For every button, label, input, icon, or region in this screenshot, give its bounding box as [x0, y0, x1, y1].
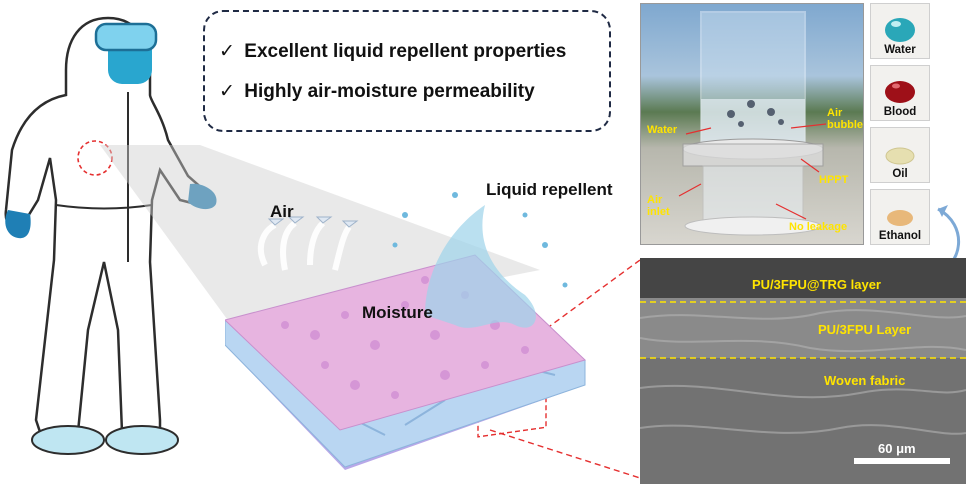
sem-fabric-label: Woven fabric — [824, 373, 906, 388]
left-glove — [5, 210, 31, 239]
droplet-water: Water — [870, 3, 930, 59]
no-leakage-label: No leakage — [789, 221, 848, 233]
water-splash — [425, 205, 536, 328]
water-photo-label: Water — [647, 124, 678, 136]
droplet-ethanol: Ethanol — [870, 189, 930, 245]
zoom-line-bottom — [489, 429, 641, 479]
cylinder-graphic — [678, 11, 827, 236]
sem-mid-layer-label: PU/3FPU Layer — [818, 322, 912, 337]
moisture-label: Moisture — [362, 303, 433, 322]
check-icon: ✓ — [219, 81, 235, 102]
sem-texture — [640, 258, 966, 484]
droplet-water-label: Water — [884, 44, 916, 56]
right-shoe-cover — [105, 425, 179, 455]
droplet-ethanol-label: Ethanol — [878, 230, 922, 242]
check-icon: ✓ — [219, 41, 235, 62]
air-label: Air — [270, 202, 294, 221]
hpppt-label: HPPT — [819, 174, 849, 186]
sem-cross-section: PU/3FPU@TRG layer PU/3FPU Layer Woven fa… — [640, 258, 966, 484]
membrane-illustration — [225, 192, 586, 470]
property-liquid-repellent: ✓ Excellent liquid repellent properties — [219, 40, 566, 63]
air-inlet-label: Air inlet — [647, 194, 670, 218]
droplet-oil: Oil — [870, 127, 930, 183]
droplet-column: Water Blood Oil Ethanol — [870, 3, 930, 245]
goggles-icon — [94, 22, 158, 52]
apparatus-photo: Water Air bubble HPPT Air inlet No leaka… — [640, 3, 864, 245]
right-glove — [188, 183, 217, 210]
droplet-blood: Blood — [870, 65, 930, 121]
property-permeability: ✓ Highly air-moisture permeability — [219, 80, 535, 103]
property-text-1: Excellent liquid repellent properties — [244, 41, 567, 62]
scale-label: 60 μm — [878, 441, 916, 456]
droplet-oil-label: Oil — [892, 168, 908, 180]
protective-suit-figure — [4, 16, 217, 455]
liquid-repellent-label: Liquid repellent — [486, 180, 613, 199]
scale-bar — [854, 458, 950, 464]
left-shoe-cover — [31, 425, 105, 455]
properties-callout: ✓ Excellent liquid repellent properties … — [203, 10, 611, 132]
sem-top-layer-label: PU/3FPU@TRG layer — [752, 277, 881, 292]
air-arrows — [257, 220, 352, 271]
highlight-circle — [77, 140, 113, 176]
droplet-blood-label: Blood — [883, 106, 917, 118]
air-bubble-label: Air bubble — [827, 107, 864, 131]
property-text-2: Highly air-moisture permeability — [244, 81, 535, 102]
